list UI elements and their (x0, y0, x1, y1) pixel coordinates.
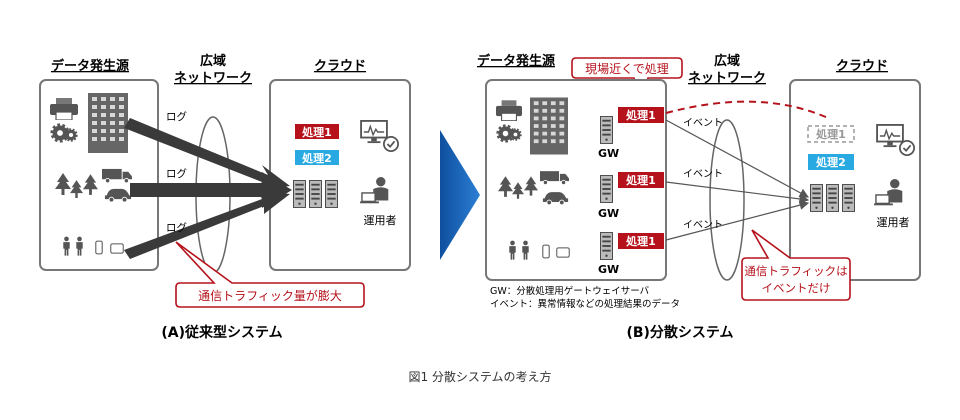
b-event-arrow-3 (665, 200, 810, 241)
a-log-label-2: ログ (166, 167, 187, 180)
transition-arrow-icon (440, 130, 480, 260)
b-edge-process-tag-3 (618, 233, 664, 249)
a-log-label-3: ログ (166, 221, 187, 234)
a-process2-label: 処理2 (301, 151, 332, 165)
a-network-label-1: 広域 (200, 53, 226, 69)
server-icon (293, 180, 306, 208)
a-process1-tag (295, 124, 339, 139)
b-network-ellipse (709, 119, 745, 281)
a-cloud-box (269, 79, 411, 271)
b-event-arrow-2 (665, 181, 810, 204)
b-legend-line1: GW：分散処理用ゲートウェイサーバ (490, 285, 650, 297)
b-callout-bottom-line2: イベントだけ (762, 281, 831, 295)
building-icon (530, 97, 568, 155)
b-network-label-2: ネットワーク (688, 71, 766, 86)
b-edge-process-tag-2 (618, 172, 664, 188)
phone-icon (542, 244, 550, 259)
b-edge-process-tag-1 (618, 107, 664, 123)
b-operator-label: 運用者 (877, 216, 910, 229)
server-icon (842, 184, 855, 212)
a-operator-label: 運用者 (364, 214, 397, 227)
b-callout-bottom-line1: 通信トラフィックは (744, 264, 847, 278)
b-edge-process-label-1: 処理1 (625, 108, 656, 122)
b-edge-process-label-3: 処理1 (625, 234, 656, 248)
a-callout-box (175, 241, 365, 308)
a-arrow-middle (130, 172, 292, 208)
a-arrow-bottom (124, 191, 290, 259)
a-panel-title: (A)従来型システム (161, 324, 282, 341)
a-process2-tag (295, 150, 339, 165)
b-event-arrow-1 (665, 119, 810, 198)
a-cloud-label: クラウド (314, 59, 366, 74)
tablet-icon (110, 243, 124, 254)
b-legend-line2: イベント：異常情報などの処理結果のデータ (490, 298, 680, 310)
panel-b: データ発生源 広域 ネットワーク クラウド 現場近くで処理 GW GW GW (477, 53, 921, 341)
gear-icon (509, 128, 522, 141)
b-event-label-3: イベント (683, 219, 723, 231)
b-source-label: データ発生源 (477, 53, 555, 69)
server-icon (810, 184, 823, 212)
server-icon (826, 184, 839, 212)
panel-a: データ発生源 広域 ネットワーク クラウド ログ ログ ログ 処理1 処理2 (39, 53, 411, 341)
a-network-label-2: ネットワーク (174, 71, 252, 86)
b-network-label-1: 広域 (714, 53, 740, 69)
gateway-server-icon (600, 232, 613, 260)
gateway-server-icon (600, 116, 613, 144)
b-offload-curve (665, 100, 829, 119)
b-event-label-2: イベント (683, 168, 723, 180)
a-source-label: データ発生源 (51, 58, 129, 74)
b-callout-top-text: 現場近くで処理 (585, 62, 669, 76)
gear-icon (64, 128, 78, 142)
b-event-label-1: イベント (683, 117, 723, 129)
check-icon (899, 140, 915, 156)
a-callout-text: 通信トラフィック量が膨大 (198, 288, 342, 303)
b-gw-label-2: GW (598, 207, 619, 220)
building-icon (88, 93, 128, 153)
a-log-label-1: ログ (166, 110, 187, 123)
b-callout-bottom-box (741, 229, 851, 301)
b-gw-label-3: GW (598, 263, 619, 276)
a-process1-label: 処理1 (301, 125, 332, 139)
b-cloud-process2-tag (808, 154, 854, 170)
b-gw-label-1: GW (598, 147, 619, 160)
server-icon (325, 180, 338, 208)
b-edge-process-label-2: 処理1 (625, 173, 656, 187)
check-icon (383, 136, 399, 152)
tablet-icon (556, 247, 570, 258)
b-cloud-label: クラウド (836, 59, 888, 74)
phone-icon (95, 240, 103, 255)
b-cloud-process2-label: 処理2 (815, 155, 846, 169)
b-cloud-process1-ghost-label: 処理1 (815, 127, 846, 141)
figure-caption: 図1 分散システムの考え方 (408, 370, 552, 384)
server-icon (309, 180, 322, 208)
gateway-server-icon (600, 175, 613, 203)
b-cloud-process1-ghost-tag (807, 125, 855, 143)
b-panel-title: (B)分散システム (626, 324, 733, 341)
a-arrow-top (124, 118, 290, 190)
